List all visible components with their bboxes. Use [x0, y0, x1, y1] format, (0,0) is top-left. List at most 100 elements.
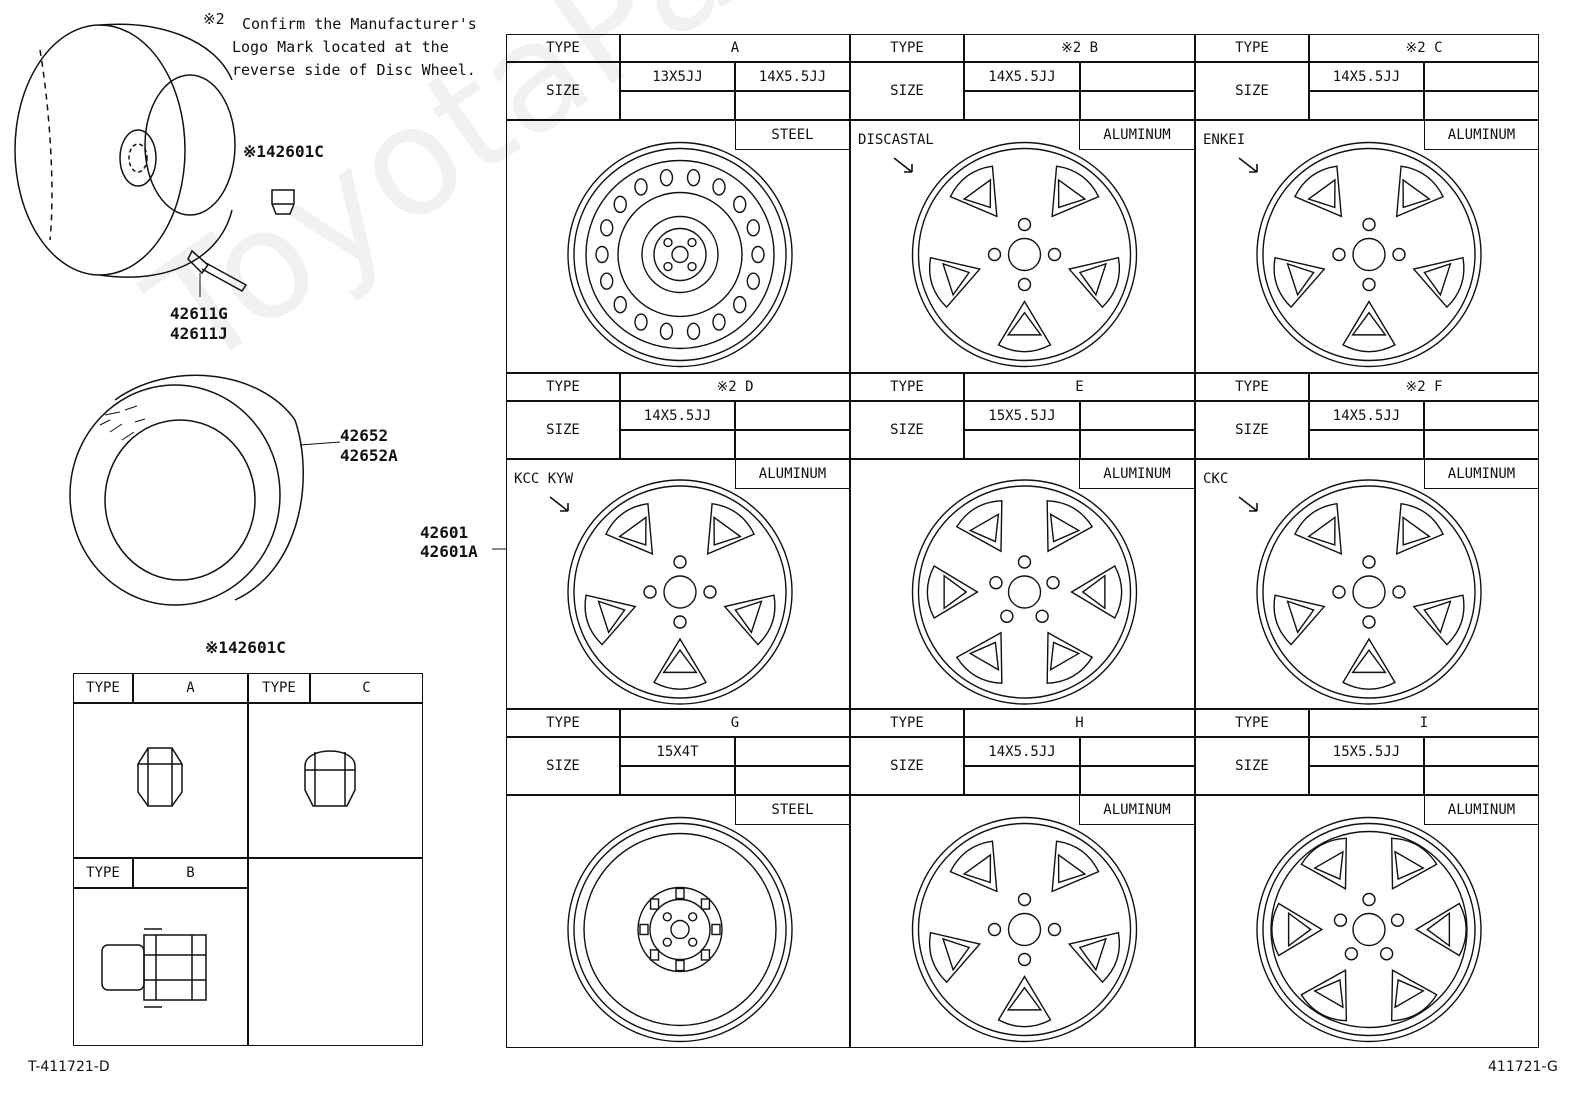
- size-value: [735, 401, 850, 430]
- wheel-drawing: [567, 816, 793, 1043]
- note-line1: Confirm the Manufacturer's: [242, 15, 477, 33]
- material-box: ALUMINUM: [1424, 120, 1539, 150]
- wheel-image-cell: [506, 795, 850, 1048]
- size-label: SIZE: [850, 62, 964, 120]
- wheel-drawing: [567, 479, 793, 705]
- maker-label: CKC: [1203, 471, 1229, 487]
- nut-c-icon: [304, 750, 356, 807]
- wheel-image-cell: [1195, 459, 1539, 709]
- size-blank: [964, 430, 1080, 459]
- wheel-image-cell: [850, 459, 1195, 709]
- material-box: ALUMINUM: [1079, 459, 1195, 489]
- size-blank: [1309, 430, 1424, 459]
- wheel-image-cell: [506, 120, 850, 373]
- label-valve-2: 42611J: [170, 324, 228, 343]
- wheel-drawing: [911, 479, 1138, 705]
- footer-right-code: 411721-G: [1488, 1059, 1558, 1075]
- hub-cap-icon: [271, 189, 295, 215]
- type-value: E: [964, 373, 1195, 401]
- type-value: ※2 C: [1309, 34, 1539, 62]
- wheel-image-cell: [1195, 795, 1539, 1048]
- size-value: 14X5.5JJ: [964, 62, 1080, 91]
- wheel-drawing: [911, 141, 1138, 368]
- type-value: I: [1309, 709, 1539, 737]
- wheel-drawing: [1256, 141, 1482, 368]
- nut-a-icon: [137, 747, 183, 807]
- size-blank: [735, 91, 850, 120]
- wheel-drawing: [1256, 816, 1482, 1043]
- nut-type-label-c: TYPE: [248, 673, 310, 703]
- size-value: 13X5JJ: [620, 62, 735, 91]
- label-wheel-1: 42601: [420, 523, 469, 542]
- size-blank: [735, 430, 850, 459]
- leader-line-wheel: [492, 548, 507, 550]
- size-blank: [1080, 91, 1195, 120]
- size-value: [1080, 62, 1195, 91]
- type-label: TYPE: [1195, 34, 1309, 62]
- label-tire-2: 42652A: [340, 446, 398, 465]
- size-value: 15X5.5JJ: [964, 401, 1080, 430]
- size-blank: [1080, 766, 1195, 795]
- type-value: ※2 D: [620, 373, 850, 401]
- tire-drawing: [69, 374, 341, 606]
- size-blank: [620, 91, 735, 120]
- size-blank: [1424, 766, 1539, 795]
- nut-type-c: C: [310, 673, 423, 703]
- size-label: SIZE: [506, 401, 620, 459]
- wheel-drawing: [911, 816, 1138, 1043]
- note-mark2: ※2: [203, 10, 225, 28]
- type-label: TYPE: [506, 34, 620, 62]
- wheel-drawing: [1256, 479, 1482, 705]
- size-blank: [735, 766, 850, 795]
- size-label: SIZE: [506, 737, 620, 795]
- size-label: SIZE: [506, 62, 620, 120]
- note-line2: Logo Mark located at the: [232, 38, 449, 56]
- size-value: [1080, 401, 1195, 430]
- label-valve-1: 42611G: [170, 304, 228, 323]
- wheel-image-cell: [850, 120, 1195, 373]
- type-label: TYPE: [850, 34, 964, 62]
- label-cap-top: ※142601C: [243, 142, 324, 161]
- size-label: SIZE: [850, 737, 964, 795]
- type-label: TYPE: [1195, 709, 1309, 737]
- material-box: ALUMINUM: [1079, 795, 1195, 825]
- nut-empty-right: [248, 858, 423, 1046]
- label-wheel-2: 42601A: [420, 542, 478, 561]
- size-value: [1424, 62, 1539, 91]
- size-label: SIZE: [850, 401, 964, 459]
- nut-cell-a: [73, 703, 248, 858]
- size-value: 14X5.5JJ: [620, 401, 735, 430]
- size-value: 14X5.5JJ: [735, 62, 850, 91]
- wheel-drawing: [567, 141, 793, 368]
- nut-type-b: B: [133, 858, 248, 888]
- maker-arrow-icon: [549, 496, 569, 512]
- wheel-image-cell: [506, 459, 850, 709]
- type-value: G: [620, 709, 850, 737]
- footer-left-code: T-411721-D: [28, 1059, 110, 1075]
- type-value: A: [620, 34, 850, 62]
- material-box: STEEL: [735, 120, 850, 150]
- nut-b-icon: [101, 928, 207, 1008]
- type-value: ※2 F: [1309, 373, 1539, 401]
- type-value: H: [964, 709, 1195, 737]
- size-value: 15X5.5JJ: [1309, 737, 1424, 766]
- type-value: ※2 B: [964, 34, 1195, 62]
- nut-type-label-b: TYPE: [73, 858, 133, 888]
- material-box: ALUMINUM: [1424, 795, 1539, 825]
- size-label: SIZE: [1195, 401, 1309, 459]
- nut-type-label-a: TYPE: [73, 673, 133, 703]
- type-label: TYPE: [850, 709, 964, 737]
- material-box: ALUMINUM: [1424, 459, 1539, 489]
- type-label: TYPE: [850, 373, 964, 401]
- size-blank: [620, 766, 735, 795]
- size-value: [1080, 737, 1195, 766]
- maker-arrow-icon: [893, 157, 913, 173]
- size-value: 14X5.5JJ: [1309, 62, 1424, 91]
- wheel-assembly-drawing: [14, 23, 236, 278]
- nut-table-title: ※142601C: [205, 638, 286, 657]
- size-label: SIZE: [1195, 737, 1309, 795]
- type-label: TYPE: [506, 709, 620, 737]
- maker-label: KCC KYW: [514, 471, 574, 487]
- size-blank: [1309, 91, 1424, 120]
- maker-label: DISCASTAL: [858, 132, 934, 148]
